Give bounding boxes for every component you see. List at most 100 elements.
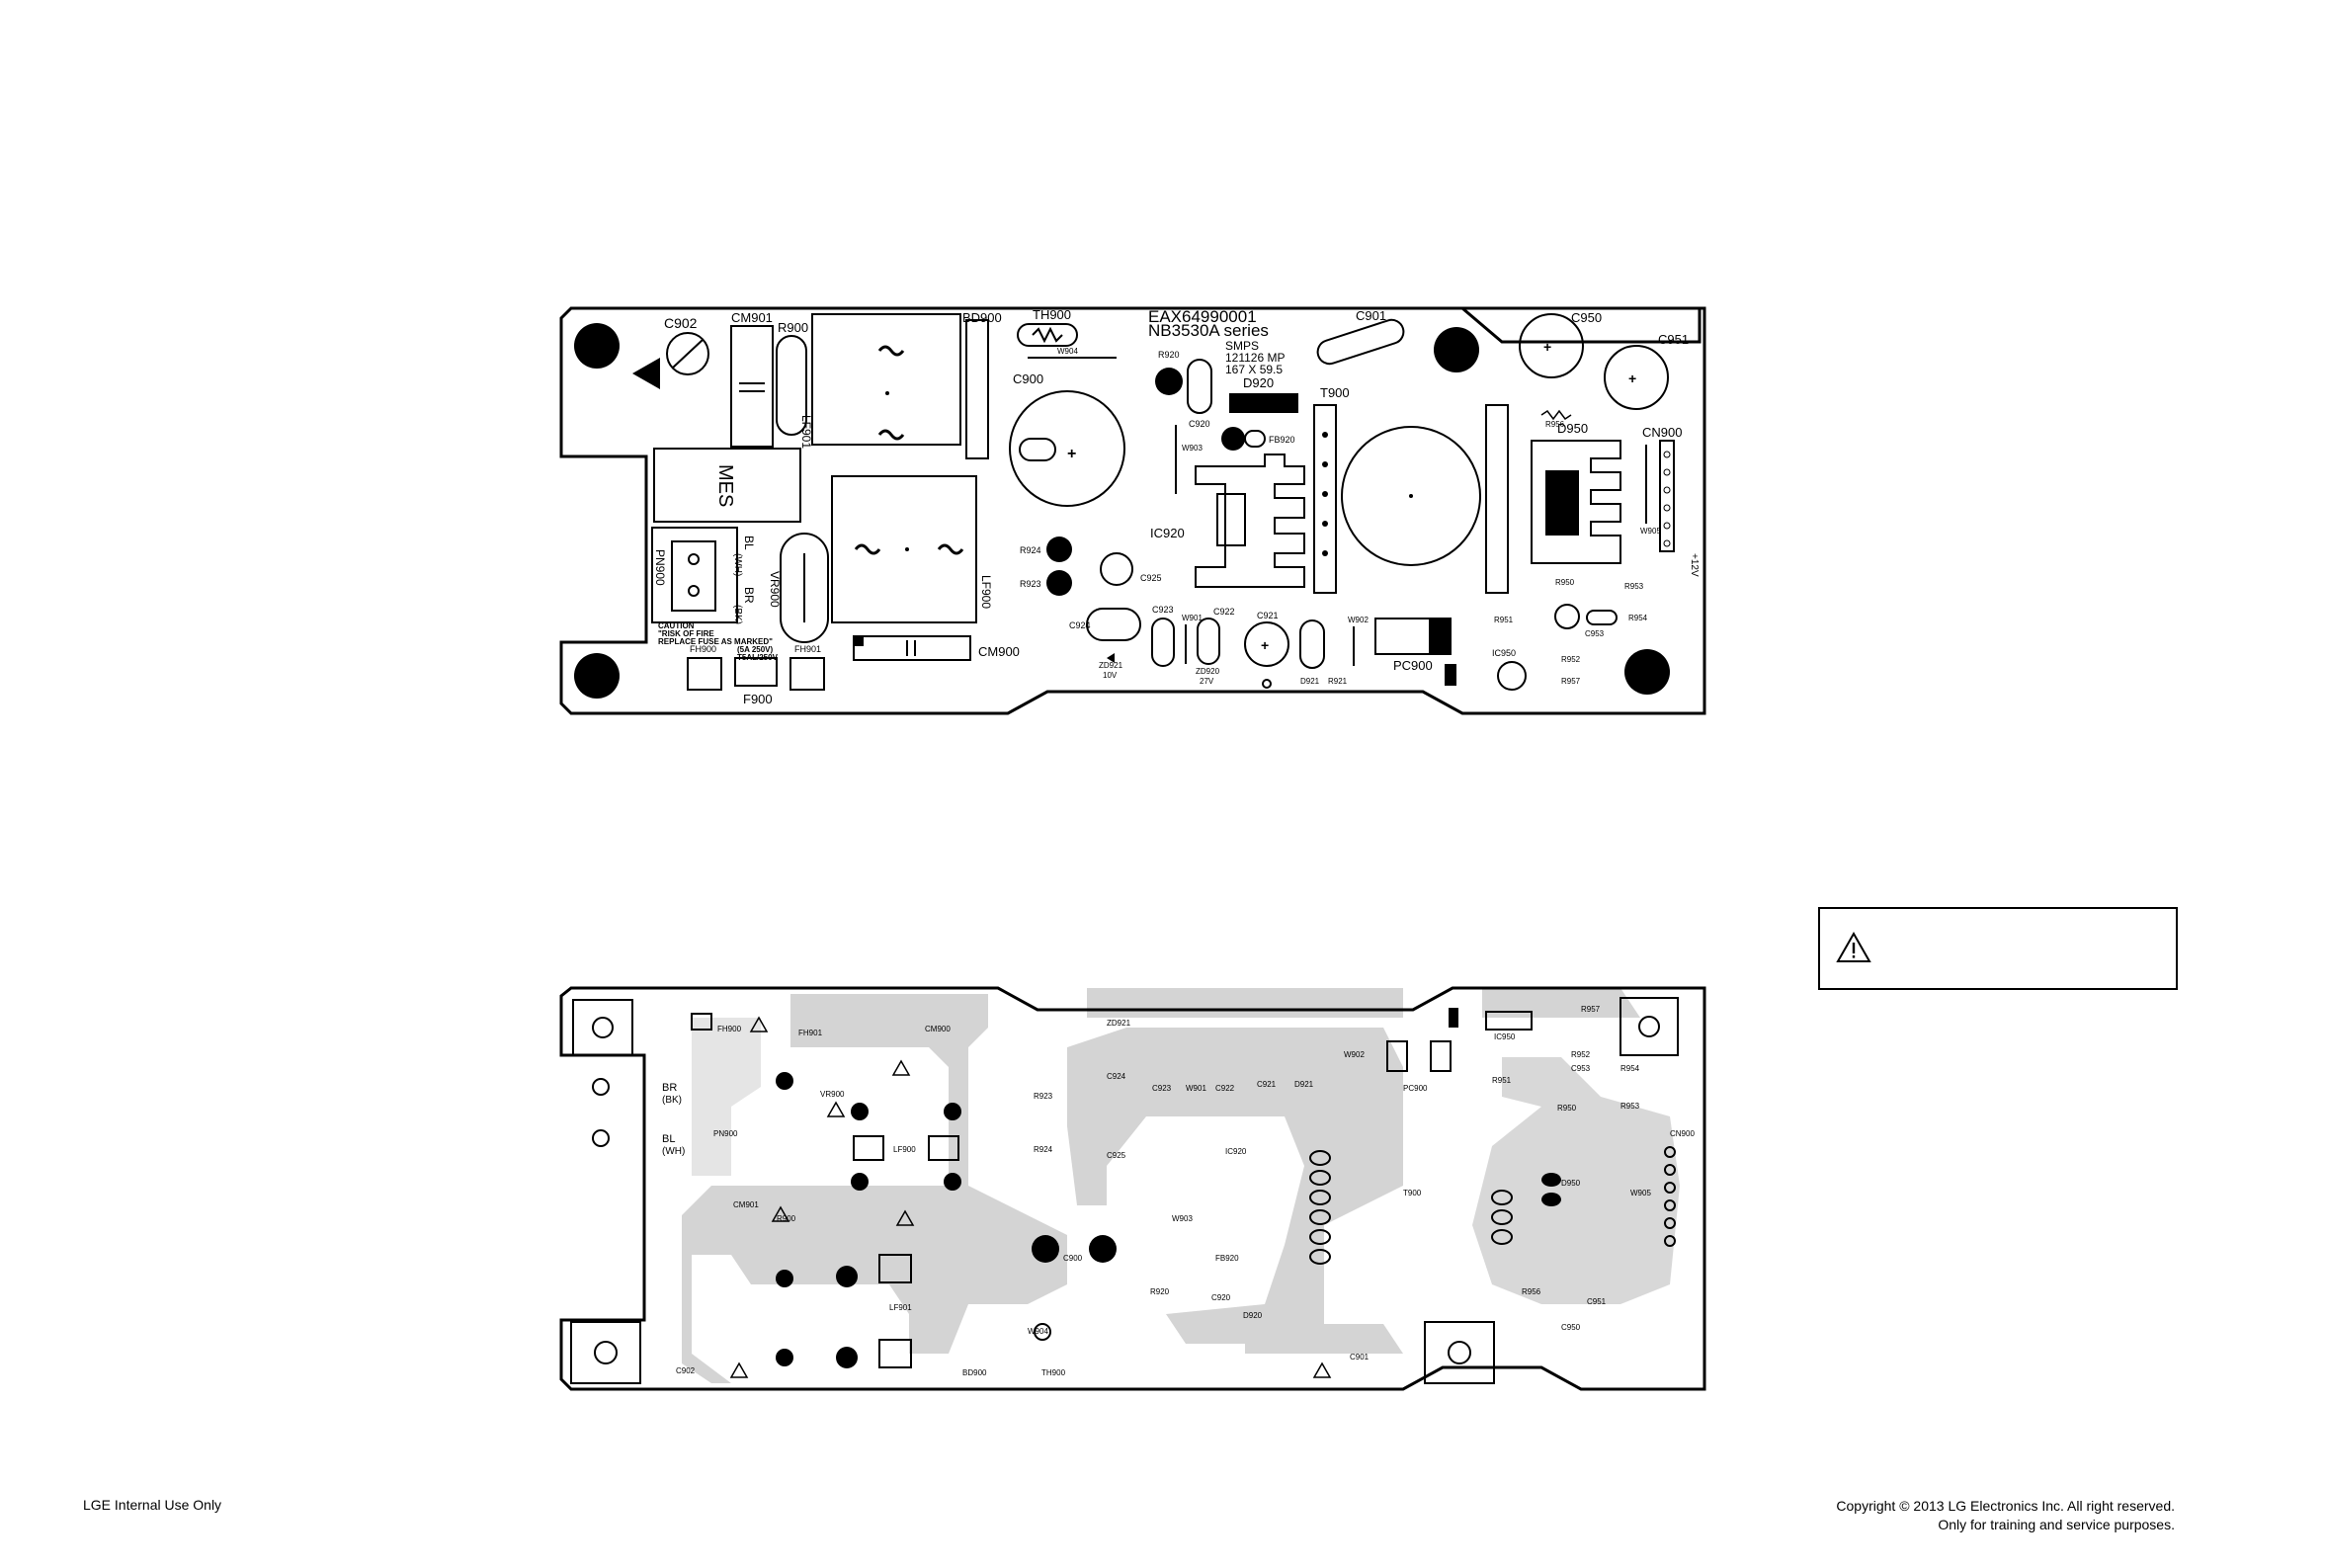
ic920-heatsink: [1195, 454, 1305, 588]
part-number: EAX64990001: [1148, 307, 1257, 326]
top-board: C902 CM901 R900 LF901 BD900 TH900 W904 E…: [559, 306, 1706, 715]
c951-capacitor: [1604, 345, 1669, 410]
svg-text:IC950: IC950: [1494, 1032, 1516, 1041]
pn900-connector: [651, 527, 738, 623]
svg-text:C923: C923: [1152, 1084, 1172, 1093]
r957-label: R957: [1561, 677, 1581, 686]
c923-label: C923: [1152, 605, 1174, 615]
cn900-pads: [1664, 1146, 1676, 1247]
svg-text:+: +: [1543, 339, 1551, 355]
svg-text:(WH): (WH): [662, 1146, 685, 1157]
svg-text:+: +: [1261, 637, 1269, 653]
svg-text:R950: R950: [1557, 1104, 1577, 1113]
d920-label: D920: [1243, 375, 1274, 390]
cm900-label: CM900: [978, 644, 1020, 659]
svg-text:PC900: PC900: [1403, 1084, 1428, 1093]
th900-thermistor: [1017, 323, 1078, 347]
c953-label: C953: [1585, 629, 1605, 638]
r920-label: R920: [1158, 350, 1180, 360]
bd900-bridge: [965, 319, 989, 459]
mes-label: MES: [714, 464, 736, 507]
svg-text:D920: D920: [1243, 1311, 1263, 1320]
w905-label: W905: [1640, 527, 1661, 536]
svg-text:R954: R954: [1620, 1064, 1640, 1073]
f900-fuse: [734, 657, 778, 687]
ic920-label: IC920: [1150, 526, 1185, 540]
c925-label: C925: [1140, 573, 1162, 583]
svg-text:CM900: CM900: [925, 1025, 951, 1033]
cm901-label: CM901: [731, 310, 773, 325]
svg-text:IC920: IC920: [1225, 1147, 1247, 1156]
svg-text:(BK): (BK): [662, 1095, 682, 1106]
svg-text:D950: D950: [1561, 1179, 1581, 1188]
footer-copyright-line: Copyright © 2013 LG Electronics Inc. All…: [1836, 1498, 2175, 1514]
top-board-outline: [559, 306, 1706, 715]
cn900-connector: [1659, 440, 1675, 552]
d921-diode: [1299, 619, 1325, 669]
c924-capacitor: [1086, 608, 1141, 641]
c922-capacitor: [1197, 618, 1220, 665]
bottom-board: FH900 FH901 CM900 ZD921 R957 IC950 W902 …: [559, 986, 1706, 1391]
svg-text:REPLACE FUSE AS MARKED": REPLACE FUSE AS MARKED": [658, 637, 773, 646]
svg-text:"RISK OF FIRE: "RISK OF FIRE: [658, 629, 714, 638]
warning-triangle-icon: [1836, 931, 1871, 962]
svg-text:C924: C924: [1107, 1072, 1126, 1081]
wire-bl: BL: [742, 536, 756, 550]
ic950-pads-bottom: [1485, 1011, 1533, 1031]
c900-capacitor: [1009, 390, 1125, 507]
wire-bl-color: (WH): [732, 553, 743, 576]
r950-label: R950: [1555, 578, 1575, 587]
c921-label: C921: [1257, 611, 1279, 620]
svg-text:C922: C922: [1215, 1084, 1235, 1093]
mounting-hole: [1434, 327, 1479, 372]
c901-label: C901: [1356, 308, 1386, 323]
svg-text:C901: C901: [1350, 1353, 1370, 1362]
c902-capacitor: [666, 332, 709, 375]
fb920-bead: [1221, 427, 1245, 451]
r920-resistor: [1155, 368, 1183, 395]
c920-capacitor: [1187, 359, 1212, 414]
r952-label: R952: [1561, 655, 1581, 664]
svg-text:CM901: CM901: [733, 1200, 759, 1209]
footer-internal-use: LGE Internal Use Only: [83, 1497, 222, 1513]
c900-label: C900: [1013, 371, 1043, 386]
svg-text:CN900: CN900: [1670, 1129, 1695, 1138]
r924-resistor: [1046, 536, 1072, 562]
c951-label: C951: [1658, 332, 1689, 347]
copper-traces: [682, 988, 1680, 1383]
svg-text:BR: BR: [662, 1082, 677, 1094]
d950-label: D950: [1557, 421, 1588, 436]
lf900-filter: [831, 475, 977, 623]
r924-label: R924: [1020, 545, 1041, 555]
wire-br: BR: [742, 587, 756, 604]
mounting-hole: [1624, 649, 1670, 695]
svg-text:T900: T900: [1403, 1189, 1422, 1197]
w904-label: W904: [1057, 347, 1078, 356]
svg-text:R957: R957: [1581, 1005, 1601, 1014]
r953-label: R953: [1624, 582, 1644, 591]
cn900-label: CN900: [1642, 425, 1682, 440]
t900-transformer: [1341, 426, 1481, 566]
svg-text:ZD921: ZD921: [1107, 1019, 1131, 1028]
t900-pads: [1309, 1150, 1513, 1265]
f900-label: F900: [743, 692, 773, 706]
lf901-label: LF901: [799, 415, 813, 449]
c924-label: C924: [1069, 620, 1091, 630]
c902-lead: [632, 358, 660, 389]
vr900-label: VR900: [768, 571, 782, 608]
pn900-label: PN900: [653, 549, 667, 586]
lf900-label: LF900: [979, 575, 993, 609]
c920-label: C920: [1189, 419, 1210, 429]
c921-capacitor: [1244, 621, 1289, 667]
c953-capacitor: [1554, 604, 1580, 629]
svg-text:R900: R900: [777, 1214, 796, 1223]
svg-text:W905: W905: [1630, 1189, 1651, 1197]
r900-label: R900: [778, 320, 808, 335]
svg-text:R920: R920: [1150, 1287, 1170, 1296]
board-type-label: SMPS: [1225, 339, 1259, 353]
c902-label: C902: [664, 315, 698, 331]
date-label: 121126 MP: [1225, 351, 1286, 365]
bd900-label: BD900: [962, 310, 1002, 325]
fb920-label: FB920: [1269, 435, 1295, 445]
